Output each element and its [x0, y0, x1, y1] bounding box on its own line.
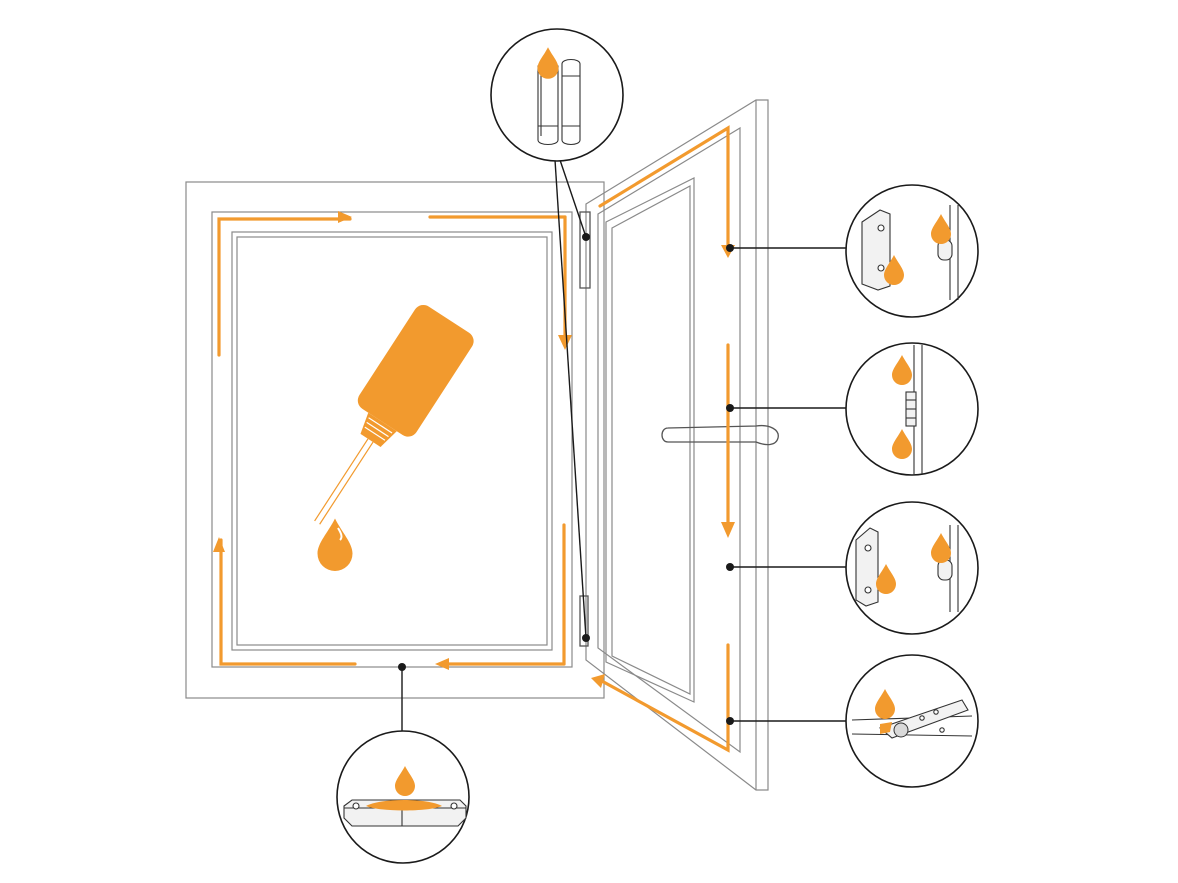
callout-lower-keeper	[845, 501, 979, 635]
callout-bottom-stay	[845, 654, 979, 788]
window-frame	[185, 181, 605, 699]
callout-middle-lock	[845, 342, 979, 476]
corner-stay-icon	[851, 699, 973, 739]
oil-drop-icon	[317, 518, 353, 571]
window-sash	[579, 99, 769, 791]
callout-upper-keeper	[845, 184, 979, 318]
window-handle	[661, 424, 779, 446]
direction-arrow-icon	[213, 211, 735, 688]
locking-keeper-icon	[861, 205, 959, 300]
espagnolette-lock-icon	[905, 345, 923, 474]
leader-lines	[398, 159, 848, 731]
lubrication-route-sash	[598, 125, 730, 753]
locking-keeper-icon	[855, 525, 959, 612]
callout-bottom-bearing	[336, 730, 470, 864]
lubrication-route-frame	[217, 215, 567, 666]
oil-bottle-icon	[314, 304, 474, 525]
callout-top-hinge	[490, 28, 624, 162]
hinge-pin-icon	[537, 58, 581, 146]
